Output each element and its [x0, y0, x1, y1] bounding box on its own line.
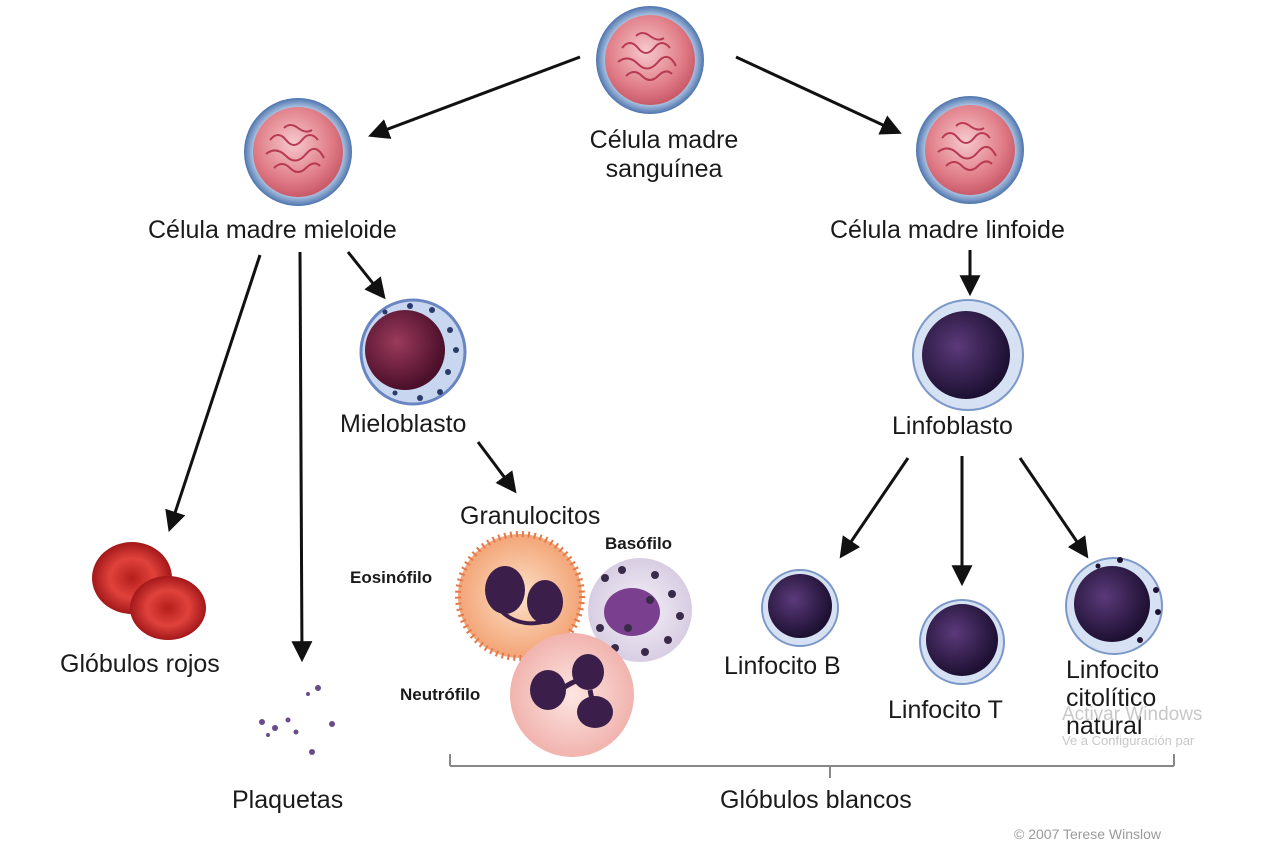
label-lymphoid-stem-cell: Célula madre linfoide — [830, 216, 1065, 244]
myeloblast-icon — [359, 298, 467, 406]
label-eosinophil: Eosinófilo — [350, 568, 433, 587]
label-t-lymphocyte: Linfocito T — [888, 696, 1003, 724]
arrow-myeloid-to-red — [165, 254, 262, 532]
basophil-icon — [588, 558, 692, 662]
b-lymphocyte-icon — [761, 569, 839, 647]
arrow-lymphoblast-to-b — [839, 457, 910, 559]
label-white-blood-cells: Glóbulos blancos — [720, 786, 912, 814]
label-granulocytes: Granulocitos — [460, 502, 601, 530]
myeloid-stem-cell-icon — [244, 98, 352, 206]
label-b-lymphocyte: Linfocito B — [724, 652, 841, 680]
label-basophil: Basófilo — [605, 534, 673, 553]
label-blood-stem-cell: Célula madre sanguínea — [589, 126, 739, 183]
label-red-blood-cells: Glóbulos rojos — [60, 650, 220, 678]
neutrophil-icon — [510, 633, 634, 757]
label-neutrophil: Neutrófilo — [400, 685, 481, 704]
platelets-icon — [259, 685, 335, 755]
label-lymphoblast: Linfoblasto — [892, 412, 1013, 440]
white-blood-cells-bracket — [449, 754, 1175, 778]
activation-watermark-title: Activar Windows — [1062, 704, 1203, 725]
label-myeloblast: Mieloblasto — [340, 410, 467, 438]
lymphoblast-icon — [912, 299, 1024, 411]
arrows — [165, 55, 1089, 663]
nk-lymphocyte-icon — [1065, 557, 1163, 655]
arrow-stem-to-myeloid — [368, 55, 581, 139]
lymphoid-stem-cell-icon — [916, 96, 1024, 204]
arrow-myeloblast-to-granulocytes — [476, 441, 517, 494]
copyright-credit: © 2007 Terese Winslow — [1014, 826, 1162, 842]
label-myeloid-stem-cell: Célula madre mieloide — [148, 216, 397, 244]
red-blood-cells-icon — [92, 542, 206, 640]
label-platelets: Plaquetas — [232, 786, 344, 814]
arrow-stem-to-lymphoid — [735, 55, 902, 135]
activation-watermark-subtitle: Ve a Configuración par — [1062, 733, 1195, 748]
arrow-myeloid-to-myeloblast — [346, 251, 386, 300]
eosinophil-icon — [455, 531, 585, 661]
label-nk-lymphocyte: Linfocito citolítico natural — [1066, 656, 1160, 740]
blood-stem-cell-icon — [596, 6, 704, 114]
arrow-myeloid-to-platelets — [291, 251, 313, 663]
t-lymphocyte-icon — [919, 599, 1005, 685]
arrow-lymphoblast-to-nk — [1018, 457, 1089, 559]
